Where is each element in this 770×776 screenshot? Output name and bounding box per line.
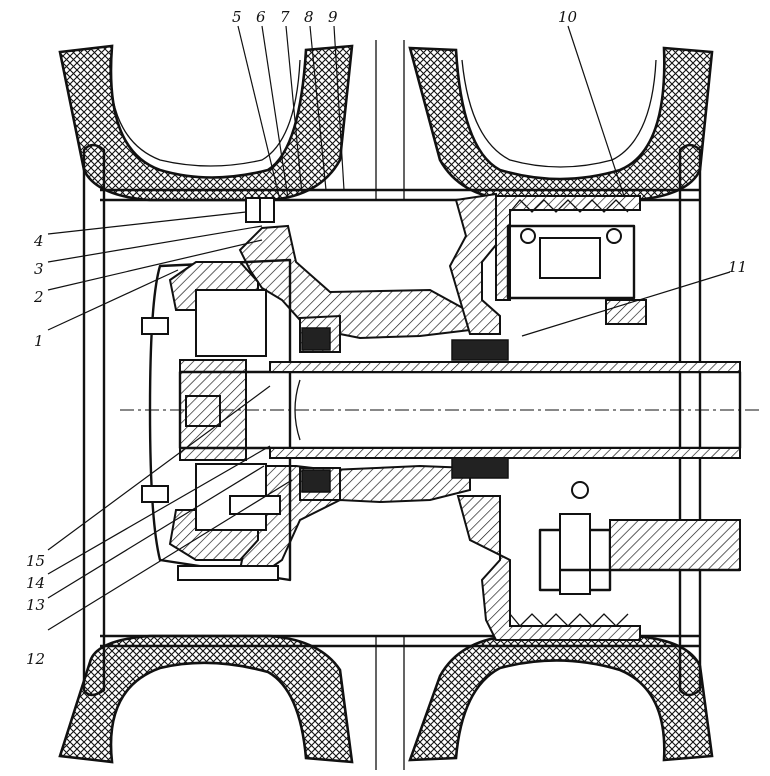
- upper-right-tire: [408, 46, 714, 202]
- lower-right-tire: [408, 634, 714, 762]
- wheel-rims: [82, 40, 702, 770]
- callout-15: 15: [26, 552, 45, 570]
- leader-lines: [47, 25, 731, 631]
- callout-9: 9: [328, 8, 338, 26]
- callout-8: 8: [304, 8, 314, 26]
- callout-12: 12: [26, 650, 45, 668]
- callout-6: 6: [256, 8, 266, 26]
- bolts: [141, 197, 281, 581]
- brake-mechanism-upper: [506, 199, 647, 325]
- callout-14: 14: [26, 574, 45, 592]
- bearings: [301, 327, 509, 493]
- callout-2: 2: [33, 288, 44, 306]
- callout-1: 1: [34, 332, 44, 350]
- callout-13: 13: [26, 596, 45, 614]
- callout-7: 7: [280, 8, 290, 26]
- callout-10: 10: [558, 8, 578, 26]
- brake-mechanism-lower: [509, 481, 741, 627]
- callout-11: 11: [728, 258, 747, 276]
- callout-4: 4: [33, 232, 44, 250]
- callouts: 1 2 3 4 5 6 7 8 9 10 11 12 13 14 15: [26, 8, 747, 668]
- callout-3: 3: [34, 260, 44, 278]
- axle-shaft: [120, 361, 760, 459]
- callout-5: 5: [232, 8, 242, 26]
